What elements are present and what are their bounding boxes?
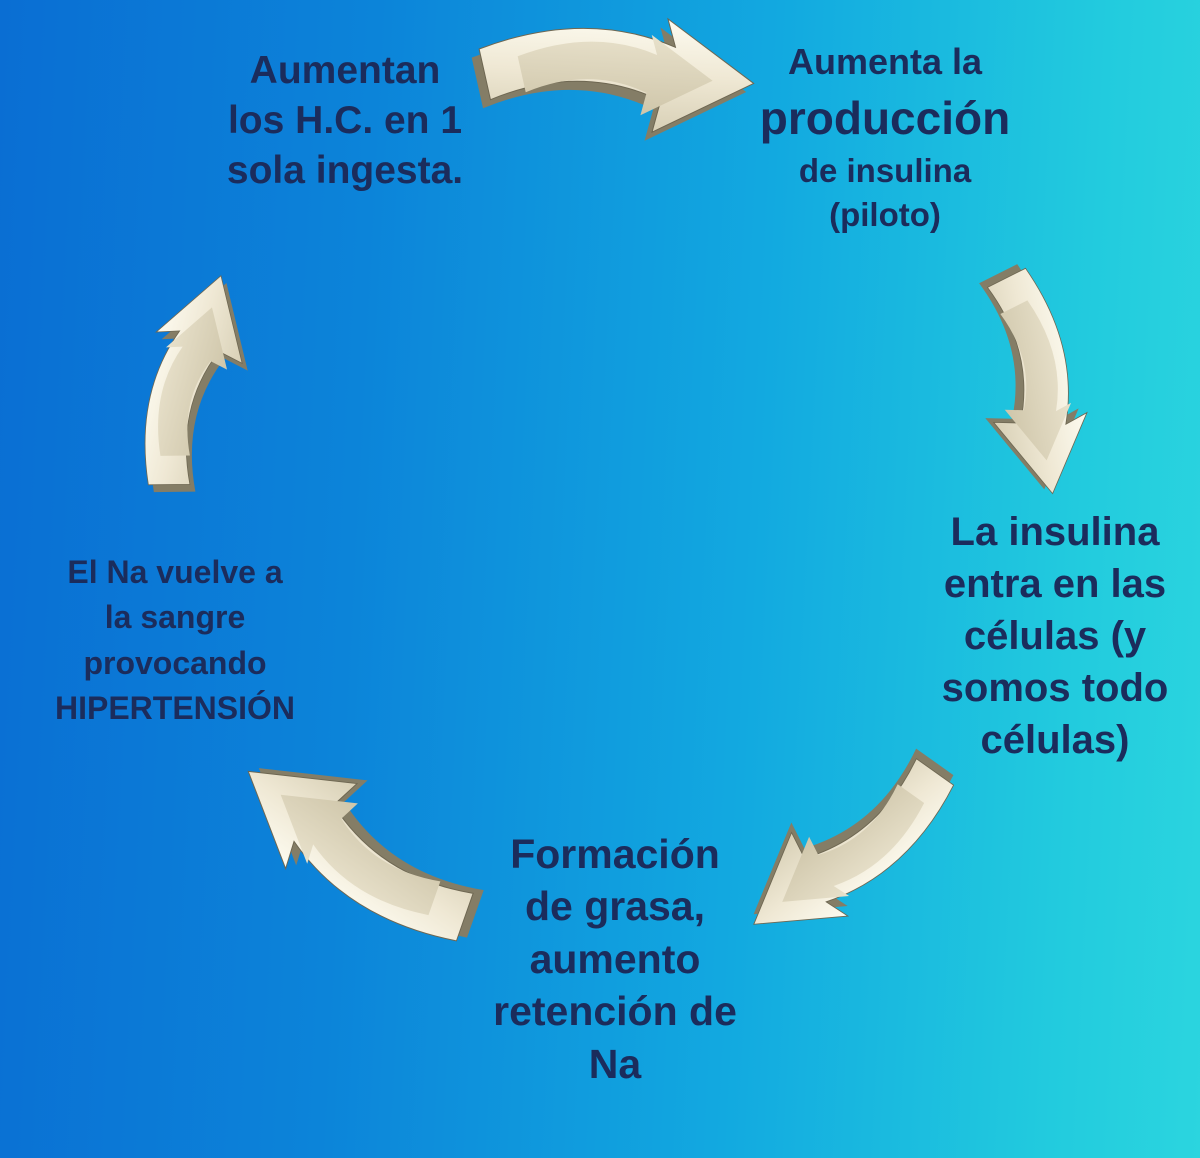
node-text-line: El Na vuelve a bbox=[67, 554, 283, 590]
node-text-line: células) bbox=[980, 718, 1130, 762]
cycle-node-insulin-production: Aumenta la producción de insulina (pilot… bbox=[735, 38, 1035, 238]
node-text-line: los H.C. en 1 bbox=[227, 98, 463, 142]
node-text-line: Aumenta la bbox=[787, 41, 983, 82]
node-text-line: Aumentan bbox=[249, 49, 441, 92]
cycle-node-insulin-enters-cells: La insulina entra en las células (y somo… bbox=[905, 506, 1200, 766]
node-text-line: retención de bbox=[493, 988, 737, 1035]
node-text-line: entra en las bbox=[943, 562, 1167, 606]
node-text-line: de insulina bbox=[798, 151, 972, 189]
node-text-line: provocando bbox=[83, 644, 267, 681]
node-text-line: de grasa, bbox=[524, 883, 706, 930]
cycle-node-increase-carbs: Aumentan los H.C. en 1 sola ingesta. bbox=[175, 46, 515, 196]
node-text-line: Formación bbox=[510, 831, 720, 877]
node-text-line: somos todo bbox=[941, 666, 1169, 710]
node-text-line: células (y bbox=[963, 614, 1147, 658]
node-text-line: aumento bbox=[529, 935, 701, 982]
cycle-arrow-right-icon bbox=[952, 247, 1112, 510]
cycle-node-fat-formation: Formación de grasa, aumento retención de… bbox=[455, 828, 775, 1090]
node-text-line: La insulina bbox=[950, 510, 1160, 554]
cycle-arrow-left-icon bbox=[105, 255, 275, 516]
node-text-line: HIPERTENSIÓN bbox=[54, 690, 296, 727]
node-text-line: Na bbox=[588, 1040, 642, 1087]
cycle-node-na-hypertension: El Na vuelve a la sangre provocando HIPE… bbox=[25, 550, 325, 732]
node-text-line: la sangre bbox=[104, 599, 246, 636]
node-text-line: (piloto) bbox=[829, 196, 941, 234]
node-text-line: sola ingesta. bbox=[226, 148, 464, 192]
node-text-line: producción bbox=[759, 91, 1011, 144]
